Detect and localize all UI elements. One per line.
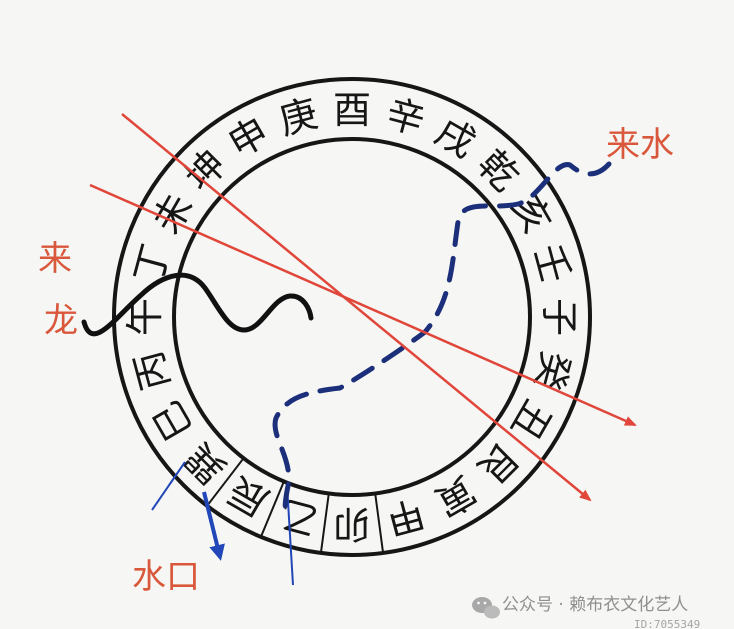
incoming-dragon-label-top: 来: [38, 239, 72, 279]
ring-divider-0: [374, 493, 385, 554]
ring-divider-1: [319, 493, 330, 554]
wechat-icon: [472, 597, 500, 619]
ring-char-7: 申: [221, 109, 276, 166]
ring-char-14: 壬: [526, 239, 578, 287]
ring-divider-2: [259, 481, 285, 538]
water-mouth-guides: [151, 461, 294, 586]
ring-divider-3: [206, 457, 245, 507]
ring-char-11: 戌: [428, 109, 483, 166]
water-mouth-label: 水口: [132, 557, 200, 597]
incoming-dragon-curve: [81, 272, 314, 337]
ring-char-15: 子: [537, 298, 581, 336]
ring-char-2: 丙: [126, 347, 178, 395]
ring-characters: 巽巳丙午丁未坤申庚酉辛戌乾亥壬子癸丑艮寅甲卯乙辰: [123, 88, 581, 554]
ring-char-22: 乙: [274, 491, 322, 543]
ring-char-8: 庚: [274, 91, 322, 143]
ring-char-20: 甲: [382, 491, 430, 543]
red-line-upper: [121, 113, 592, 502]
red-line-lower: [89, 183, 637, 427]
direction-lines: [89, 113, 637, 502]
watermark-id: ID:7055349: [634, 618, 700, 629]
outer-ring: [112, 77, 592, 557]
watermark-text: 公众号 · 赖布衣文化艺人: [502, 595, 688, 615]
ring-char-17: 丑: [503, 393, 560, 448]
water-mouth-guide-right: [286, 484, 294, 586]
inner-ring: [172, 137, 532, 497]
compass-rings: [112, 77, 592, 557]
ring-char-21: 卯: [333, 502, 371, 546]
ring-char-10: 辛: [382, 91, 430, 143]
ring-char-4: 丁: [126, 239, 178, 287]
incoming-water-label: 来水: [606, 125, 674, 165]
ring-char-19: 寅: [428, 468, 483, 525]
ring-char-9: 酉: [333, 88, 371, 132]
water-mouth-arrow: [202, 491, 225, 561]
incoming-dragon-label-bottom: 龙: [44, 301, 78, 341]
watermark: 公众号 · 赖布衣文化艺人 ID:7055349: [472, 595, 700, 629]
ring-char-1: 巳: [144, 393, 201, 448]
water-mouth-guide-left: [151, 461, 186, 511]
